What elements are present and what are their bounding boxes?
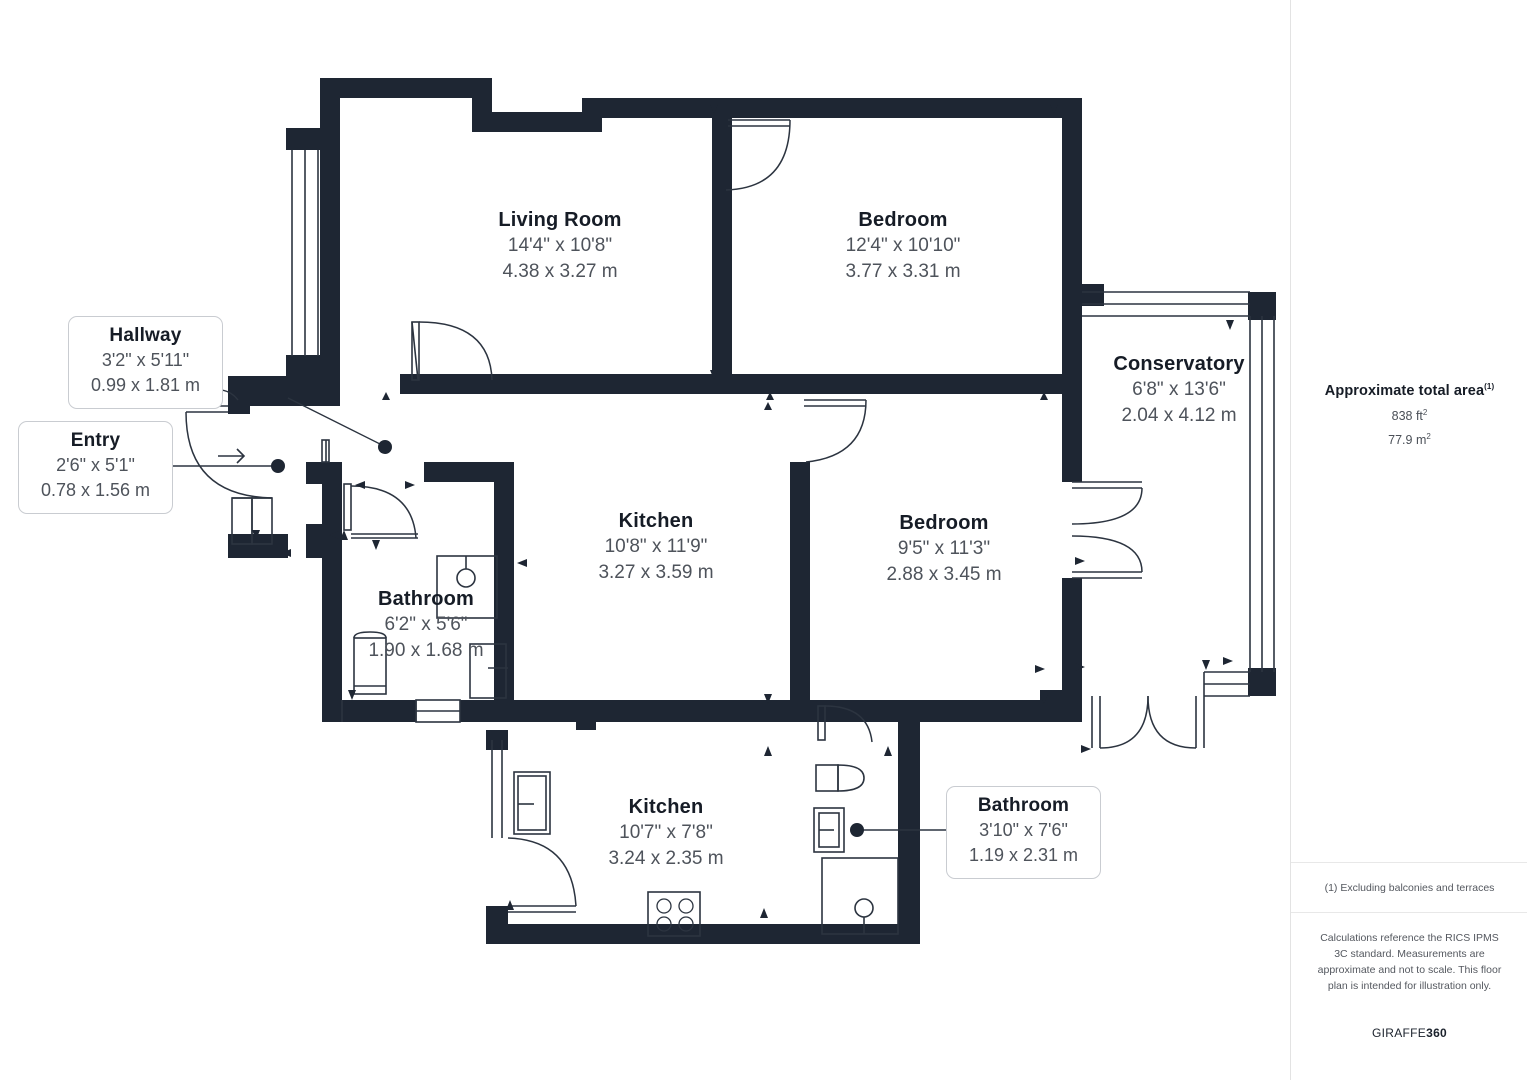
total-area-sqft: 838 ft2	[1291, 408, 1527, 423]
kitchen-1-doorway	[341, 700, 417, 722]
room-dimensions-metric: 1.19 x 2.31 m	[968, 845, 1079, 865]
room-dimensions-imperial: 10'7" x 7'8"	[619, 822, 713, 843]
floor-plan-drawing: .w { fill: #1e2633; } /* solid wall */ .…	[172, 78, 1276, 944]
room-dimensions-imperial: 3'10" x 7'6"	[979, 820, 1068, 840]
total-area-sqm-value: 77.9 m	[1388, 433, 1427, 448]
footnote-block: (1) Excluding balconies and terraces	[1291, 862, 1527, 913]
callout-leader-lines	[172, 389, 946, 837]
bathroom-1-fixtures	[353, 555, 508, 723]
total-area-sqft-value: 838 ft	[1391, 408, 1423, 423]
room-dimensions-imperial: 9'5" x 11'3"	[897, 538, 991, 559]
conservatory-door[interactable]	[1071, 481, 1143, 579]
bath	[353, 637, 387, 695]
toilet	[815, 764, 839, 792]
bay-window-living-room	[291, 150, 319, 356]
hob	[647, 891, 701, 937]
kitchen-2-fixtures	[491, 740, 701, 937]
brand-logo: GIRAFFE360	[1291, 1026, 1527, 1040]
sqft-superscript: 2	[1422, 407, 1428, 417]
info-panel: Approximate total area(1) 838 ft2 77.9 m…	[1290, 0, 1527, 1080]
total-area-sqm: 77.9 m2	[1291, 432, 1527, 447]
room-name: Bathroom	[977, 795, 1070, 816]
footnote-text: (1) Excluding balconies and terraces	[1324, 881, 1495, 894]
room-dimensions-metric: 2.88 x 3.45 m	[886, 564, 1002, 585]
callout-entry: Entry 2'6" x 5'1" 0.78 x 1.56 m	[18, 421, 173, 514]
kitchen-unit	[513, 771, 551, 835]
brand-name: GIRAFFE	[1371, 1026, 1427, 1040]
room-name: Conservatory	[1113, 353, 1245, 375]
shower-tray	[821, 857, 899, 935]
room-name: Bedroom	[858, 209, 948, 231]
dimension-ticks	[252, 104, 1234, 918]
disclaimer-block: Calculations reference the RICS IPMS 3C …	[1291, 930, 1527, 994]
room-name: Hallway	[109, 325, 182, 346]
room-name: Bathroom	[377, 588, 475, 610]
total-area-title-text: Approximate total area	[1324, 382, 1485, 399]
room-label-kitchen-1: Kitchen 10'8" x 11'9" 3.27 x 3.59 m	[556, 509, 756, 586]
room-dimensions-metric: 0.99 x 1.81 m	[90, 375, 201, 395]
total-area-block: Approximate total area(1) 838 ft2 77.9 m…	[1291, 382, 1527, 447]
room-dimensions-metric: 4.38 x 3.27 m	[502, 261, 618, 282]
room-label-bedroom-2: Bedroom 9'5" x 11'3" 2.88 x 3.45 m	[846, 511, 1042, 588]
walls	[228, 78, 1276, 944]
total-area-title: Approximate total area(1)	[1291, 382, 1527, 399]
bedroom-2-doors[interactable]	[804, 399, 867, 463]
toilet	[469, 643, 507, 699]
room-dimensions-metric: 0.78 x 1.56 m	[40, 480, 151, 500]
room-label-kitchen-2: Kitchen 10'7" x 7'8" 3.24 x 2.35 m	[568, 795, 764, 872]
room-name: Entry	[70, 430, 121, 451]
room-name: Kitchen	[618, 510, 694, 532]
room-label-conservatory: Conservatory 6'8" x 13'6" 2.04 x 4.12 m	[1086, 352, 1272, 429]
living-room-door-bottom[interactable]	[411, 321, 493, 381]
shower-tray	[436, 555, 498, 619]
sqm-superscript: 2	[1426, 431, 1431, 441]
disclaimer-text: Calculations reference the RICS IPMS 3C …	[1317, 932, 1502, 992]
entry-door[interactable]	[185, 405, 273, 545]
total-area-footnote-marker: (1)	[1484, 382, 1495, 391]
brand-suffix: 360	[1426, 1026, 1448, 1040]
living-room-door-top[interactable]	[725, 119, 791, 191]
callout-bathroom-2: Bathroom 3'10" x 7'6" 1.19 x 2.31 m	[946, 786, 1101, 879]
room-dimensions-imperial: 2'6" x 5'1"	[56, 455, 135, 475]
room-dimensions-imperial: 14'4" x 10'8"	[507, 235, 613, 256]
room-dimensions-metric: 3.77 x 3.31 m	[845, 261, 961, 282]
room-dimensions-metric: 3.24 x 2.35 m	[608, 848, 724, 869]
room-dimensions-metric: 3.27 x 3.59 m	[598, 562, 714, 583]
room-dimensions-imperial: 3'2" x 5'11"	[101, 350, 190, 370]
room-name: Bedroom	[899, 512, 989, 534]
room-name: Living Room	[498, 209, 622, 231]
room-dimensions-metric: 2.04 x 4.12 m	[1121, 405, 1237, 426]
room-label-bedroom-1: Bedroom 12'4" x 10'10" 3.77 x 3.31 m	[808, 208, 998, 285]
bathroom-2-fixtures	[813, 705, 899, 935]
basin	[813, 807, 845, 853]
room-name: Kitchen	[628, 796, 704, 818]
room-dimensions-imperial: 6'8" x 13'6"	[1132, 379, 1226, 400]
room-label-bathroom-1: Bathroom 6'2" x 5'6" 1.90 x 1.68 m	[328, 587, 524, 664]
room-dimensions-imperial: 6'2" x 5'6"	[384, 614, 468, 635]
entry-direction-arrow	[218, 448, 246, 464]
room-label-living-room: Living Room 14'4" x 10'8" 4.38 x 3.27 m	[460, 208, 660, 285]
room-dimensions-imperial: 12'4" x 10'10"	[845, 235, 961, 256]
room-dimensions-imperial: 10'8" x 11'9"	[604, 536, 708, 557]
room-dimensions-metric: 1.90 x 1.68 m	[368, 640, 484, 661]
conservatory-glazing	[1082, 291, 1275, 749]
callout-hallway: Hallway 3'2" x 5'11" 0.99 x 1.81 m	[68, 316, 223, 409]
